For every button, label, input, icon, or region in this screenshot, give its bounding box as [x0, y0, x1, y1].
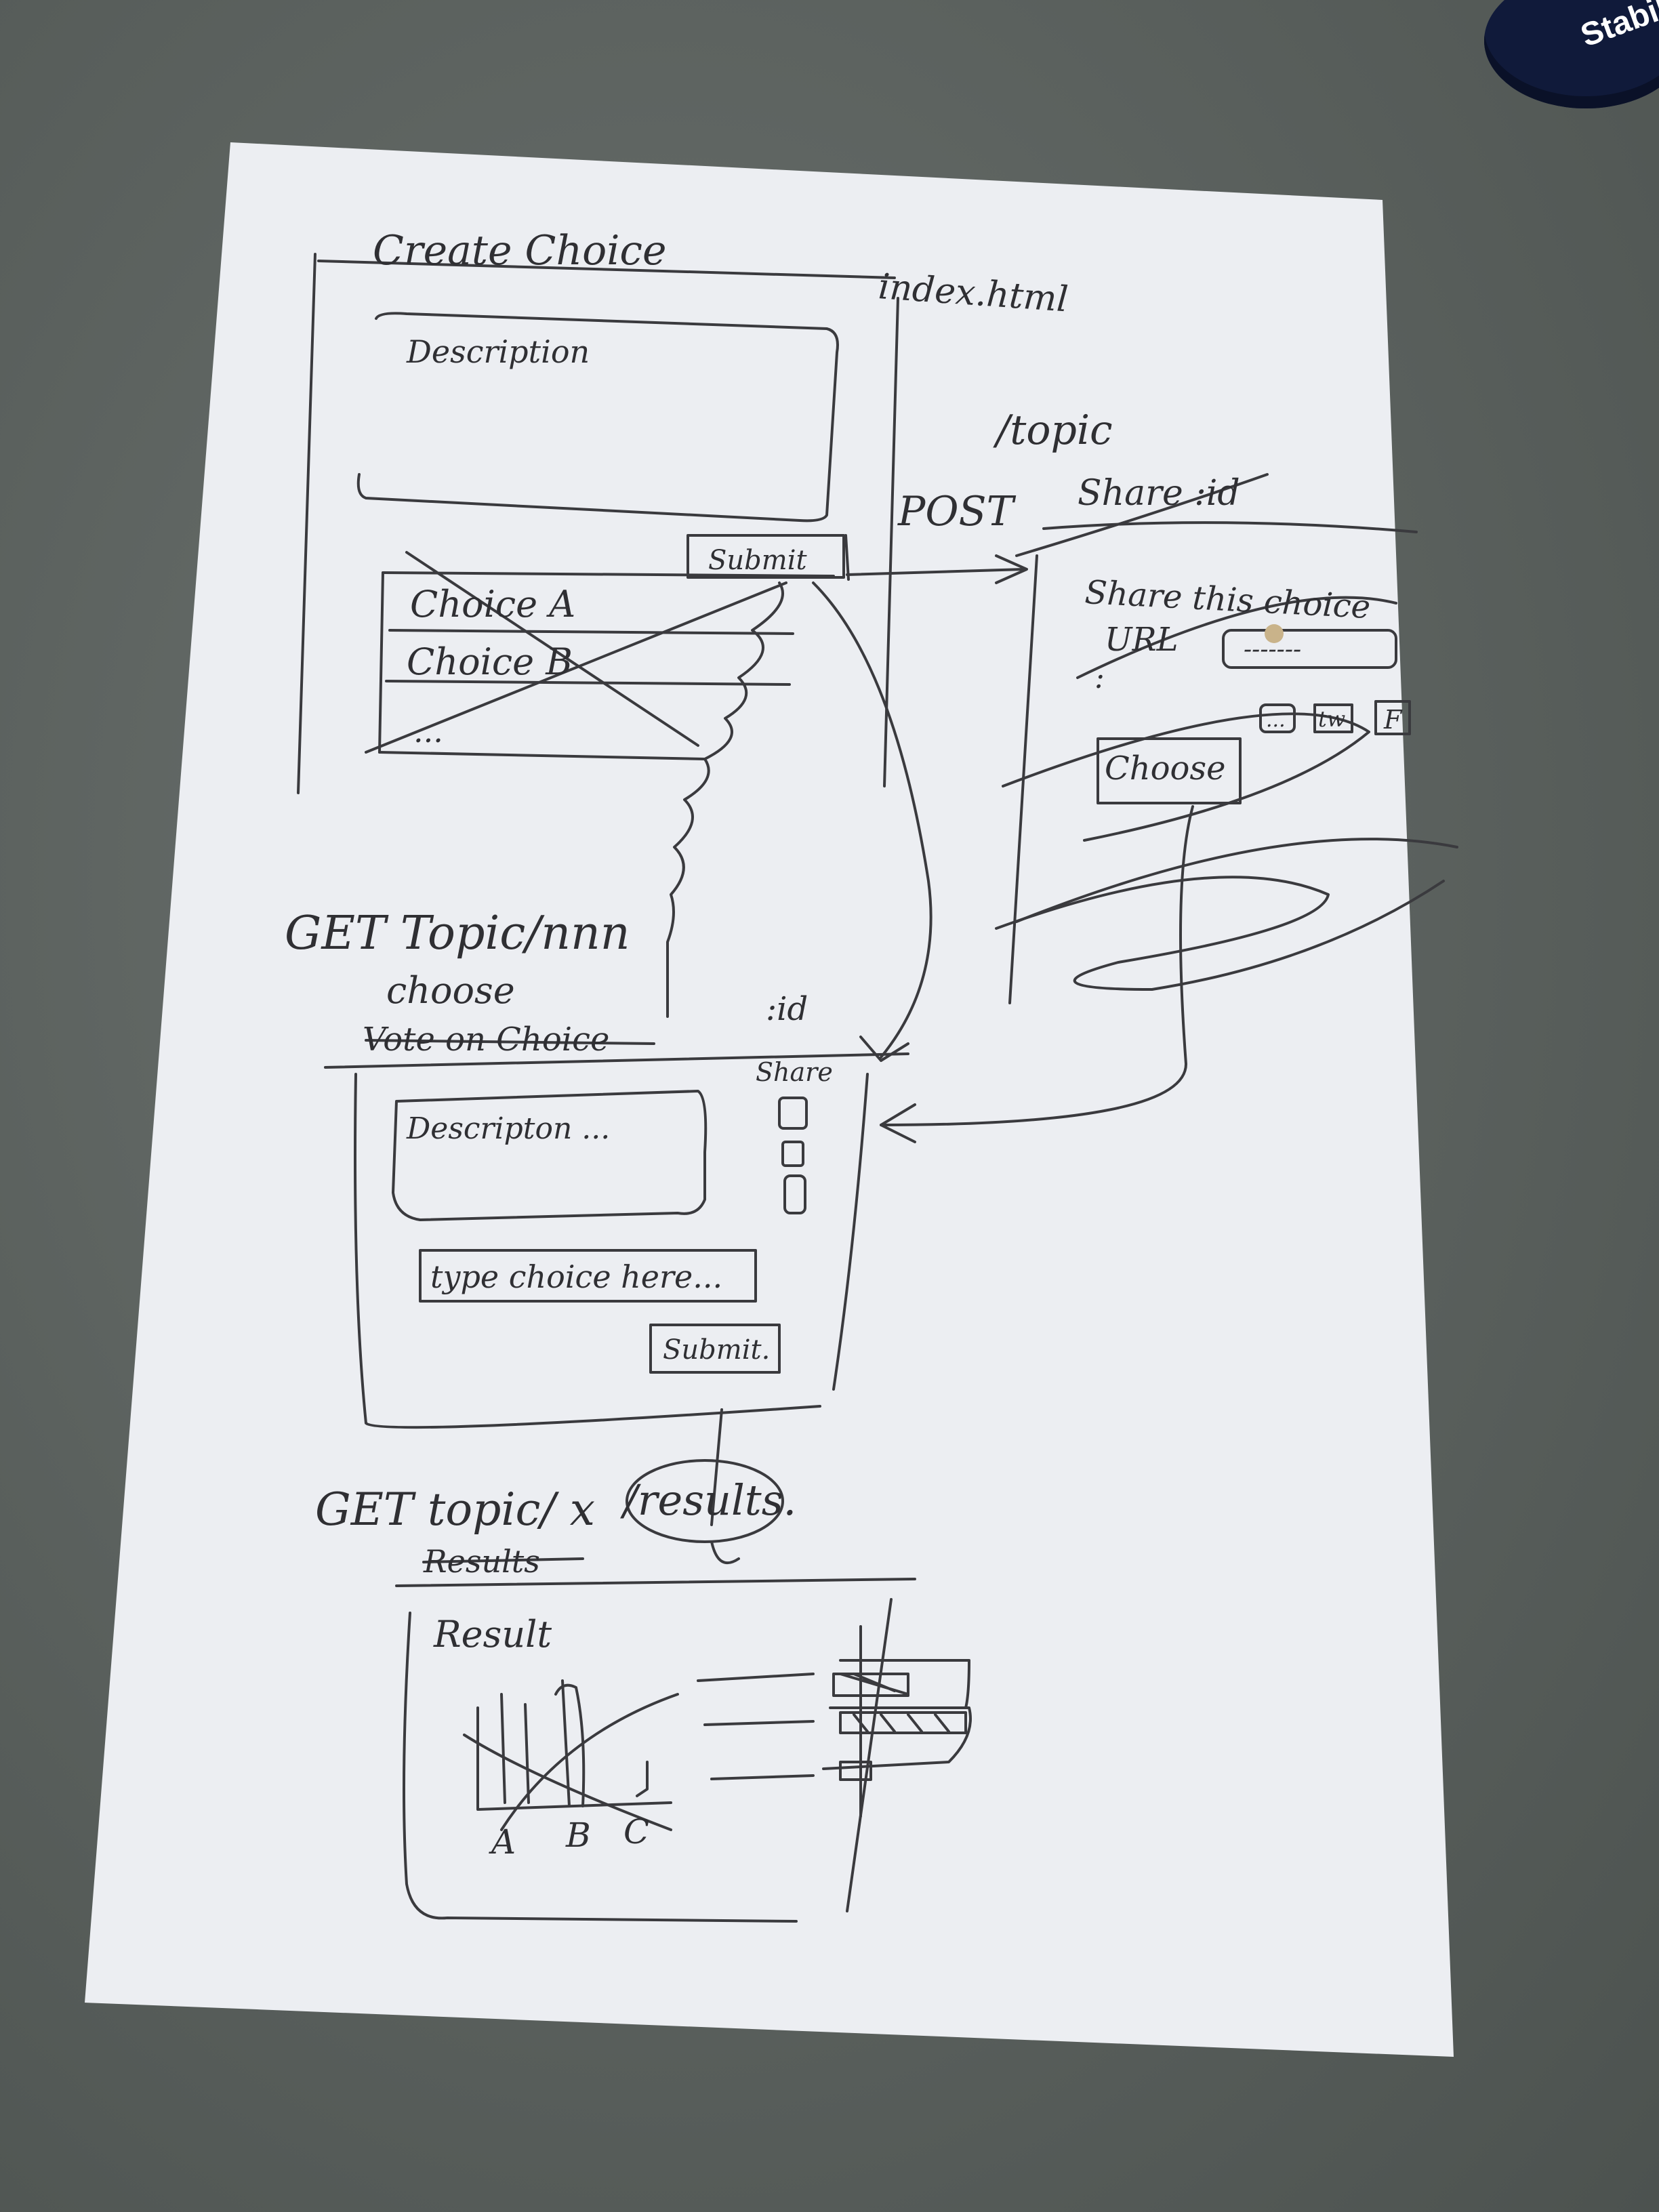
- social-label-1: ...: [1266, 708, 1286, 732]
- results-route-circle: [626, 1459, 784, 1543]
- share-box-1: [778, 1097, 808, 1130]
- choose-button-label: Choose: [1105, 750, 1225, 787]
- url-box: [1222, 629, 1397, 669]
- post-arrow: [846, 568, 1025, 576]
- legend-lines: [697, 1673, 815, 1780]
- create-submit-box: [687, 534, 845, 579]
- choose-description-label: Descripton ...: [406, 1111, 610, 1146]
- choose-id-label: :id: [766, 990, 808, 1028]
- choose-route: GET Topic/nnn: [285, 907, 630, 960]
- choose-share-label: Share: [756, 1057, 833, 1087]
- topic-ellipsis: :: [1094, 661, 1105, 695]
- share-strike: [1015, 473, 1269, 557]
- topic-url-label: URL: [1105, 621, 1178, 659]
- results-title: Result: [433, 1613, 552, 1656]
- choose-strike: [365, 1039, 655, 1045]
- choose-box: [1097, 737, 1242, 804]
- type-choice-box: [419, 1249, 757, 1303]
- results-route-tail: [710, 1540, 740, 1565]
- share-underline: [1042, 521, 1418, 533]
- flow-curve-to-choose: [812, 581, 933, 1059]
- share-box-3: [783, 1174, 806, 1214]
- choice-item-b: Choice B: [407, 640, 573, 683]
- topic-share-route: Share :id: [1078, 473, 1240, 514]
- url-stain: [1265, 624, 1284, 643]
- choose-struck-label: Vote on Choice: [363, 1021, 609, 1059]
- choose-submit-box: [649, 1324, 781, 1374]
- topic-route: /topic: [993, 407, 1113, 454]
- page-header-left: Create Choice: [373, 227, 667, 274]
- results-axis-b: B: [565, 1816, 591, 1855]
- topic-route-method: POST: [897, 488, 1017, 535]
- results-axis-c: C: [623, 1812, 649, 1851]
- results-route-circled: /results.: [620, 1475, 796, 1525]
- choice-item-a: Choice A: [410, 583, 575, 626]
- choose-submit-label: Submit.: [663, 1334, 770, 1366]
- topic-scribbles: [995, 596, 1458, 991]
- social-box-1: [1259, 703, 1296, 733]
- results-screen-frame: [395, 1578, 916, 1923]
- choose-subtitle: choose: [386, 969, 515, 1012]
- topic-url-placeholder: -------: [1244, 636, 1301, 663]
- social-label-2: tw: [1318, 706, 1345, 732]
- post-arrow-head: [995, 554, 1028, 584]
- results-struck-label: Results: [423, 1543, 540, 1580]
- link-line: [710, 1408, 723, 1526]
- flow-squiggle: [666, 581, 784, 1018]
- results-axis-a: A: [489, 1822, 516, 1862]
- results-route-prefix: GET topic/ x: [315, 1483, 595, 1536]
- hbar-chart-sketch: [822, 1625, 972, 1818]
- choose-arrow: [880, 805, 1194, 1126]
- social-label-3: F: [1383, 705, 1403, 735]
- choose-description-box: [392, 1090, 708, 1221]
- create-submit-label: Submit: [708, 545, 807, 576]
- paper-sheet: [85, 142, 1454, 2057]
- social-box-2: [1313, 703, 1353, 733]
- choose-screen-frame: [324, 1052, 909, 1429]
- results-strike: [422, 1557, 584, 1563]
- social-box-3: [1374, 700, 1411, 735]
- description-box: [356, 312, 839, 523]
- share-box-2: [781, 1141, 804, 1167]
- choose-arrow-head: [880, 1103, 916, 1143]
- flow-arrow-head-down: [859, 1036, 909, 1062]
- choice-item-more: ...: [413, 713, 443, 750]
- bar-chart-sketch: [463, 1679, 679, 1831]
- type-choice-label: type choice here...: [430, 1258, 722, 1295]
- choice-list: [365, 551, 835, 760]
- create-description-label: Description: [406, 333, 590, 370]
